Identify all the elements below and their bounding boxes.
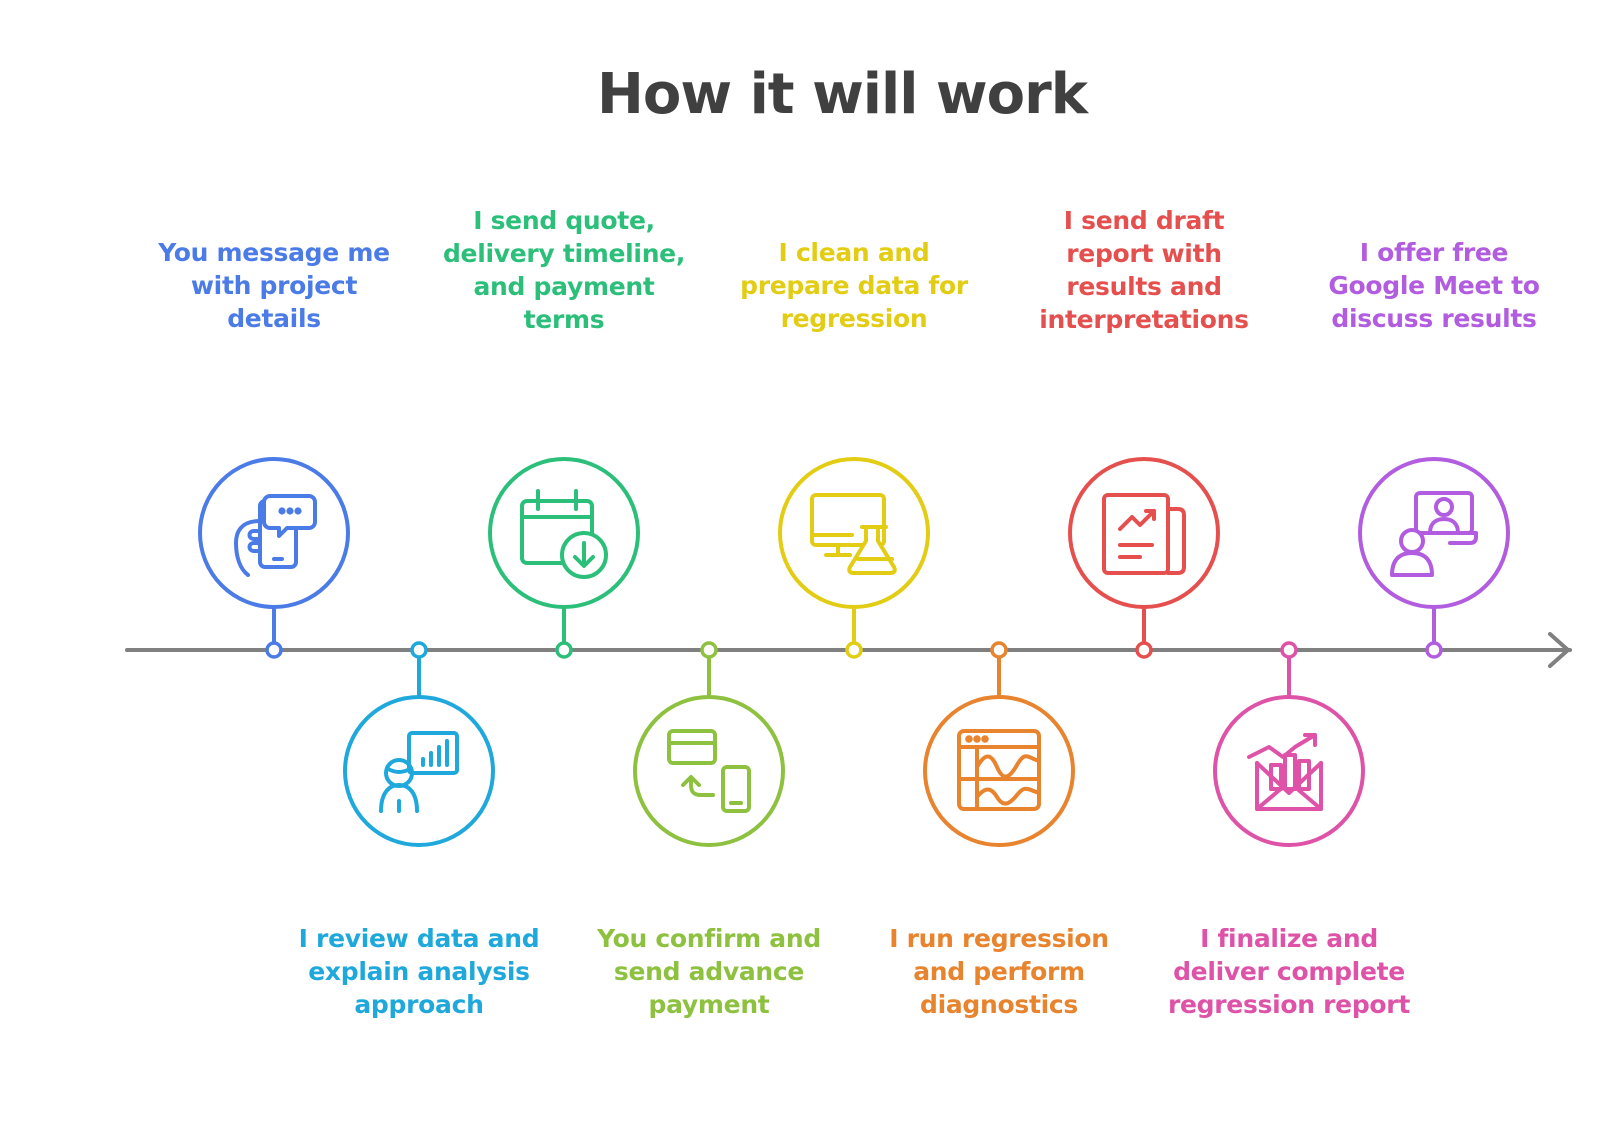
browser-waves-icon [957,729,1041,811]
step-label-line: terms [523,305,605,334]
step-label-line: payment [648,990,770,1019]
step-2 [343,641,495,847]
step-circle [198,457,350,609]
step-label-1: You message me with project details [149,236,399,335]
step-label-line: Google Meet to [1328,271,1540,300]
step-label-5: I clean and prepare data for regression [729,236,979,335]
step-1 [198,457,350,659]
step-label-line: I send quote, [473,206,655,235]
presenter-chart-icon [379,731,459,813]
step-label-line: regression report [1167,990,1410,1019]
step-label-line: and payment [473,272,655,301]
step-label-line: approach [354,990,484,1019]
phone-chat-icon [234,494,317,577]
step-4 [633,641,785,847]
step-5 [778,457,930,659]
step-label-7: I send draft report with results and interp… [1019,204,1269,336]
calendar-download-icon [520,489,608,579]
step-label-2: I review data and explain analysis approac… [294,922,544,1021]
step-label-line: diagnostics [919,990,1078,1019]
step-circle [633,695,785,847]
timeline-marker [845,641,863,659]
step-circle [343,695,495,847]
step-label-line: You message me [158,238,390,267]
step-label-line: report with [1066,239,1222,268]
step-label-line: I clean and [778,238,930,267]
step-label-line: delivery timeline, [442,239,686,268]
step-label-3: I send quote, delivery timeline, and payme… [439,204,689,336]
monitor-flask-icon [810,493,897,575]
timeline-marker [555,641,573,659]
step-label-line: I finalize and [1200,924,1378,953]
timeline-marker [1425,641,1443,659]
card-phone-transfer-icon [667,729,751,813]
step-label-line: I run regression [889,924,1109,953]
envelope-chart-icon [1247,733,1323,811]
timeline-arrowhead-icon [1548,632,1570,668]
step-circle [1213,695,1365,847]
steps-layer [198,457,1510,847]
step-label-line: I send draft [1063,206,1225,235]
step-label-line: I review data and [298,924,540,953]
video-call-icon [1390,491,1478,577]
step-label-line: explain analysis [308,957,530,986]
step-label-line: and perform [913,957,1085,986]
step-circle [488,457,640,609]
step-6 [923,641,1075,847]
step-label-line: prepare data for [740,271,968,300]
timeline-marker [1280,641,1298,659]
step-7 [1068,457,1220,659]
step-circle [778,457,930,609]
step-label-6: I run regression and perform diagnostics [874,922,1124,1021]
step-label-line: discuss results [1331,304,1537,333]
timeline-marker [1135,641,1153,659]
step-label-line: deliver complete [1173,957,1405,986]
timeline-marker [990,641,1008,659]
timeline-marker [410,641,428,659]
step-label-line: send advance [613,957,805,986]
title-area: How it will work [0,0,1600,150]
page-title: How it will work [597,62,1088,127]
step-label-line: interpretations [1039,305,1249,334]
step-9 [1358,457,1510,659]
step-label-line: with project [190,271,358,300]
timeline-marker [700,641,718,659]
step-8 [1213,641,1365,847]
step-label-line: details [227,304,321,333]
step-label-8: I finalize and deliver complete regression… [1164,922,1414,1021]
step-3 [488,457,640,659]
report-chart-icon [1102,493,1186,575]
step-label-4: You confirm and send advance payment [584,922,834,1021]
step-circle [1068,457,1220,609]
timeline-marker [265,641,283,659]
step-label-line: I offer free [1359,238,1509,267]
step-label-line: results and [1066,272,1222,301]
step-label-line: You confirm and [597,924,821,953]
step-label-line: regression [780,304,928,333]
